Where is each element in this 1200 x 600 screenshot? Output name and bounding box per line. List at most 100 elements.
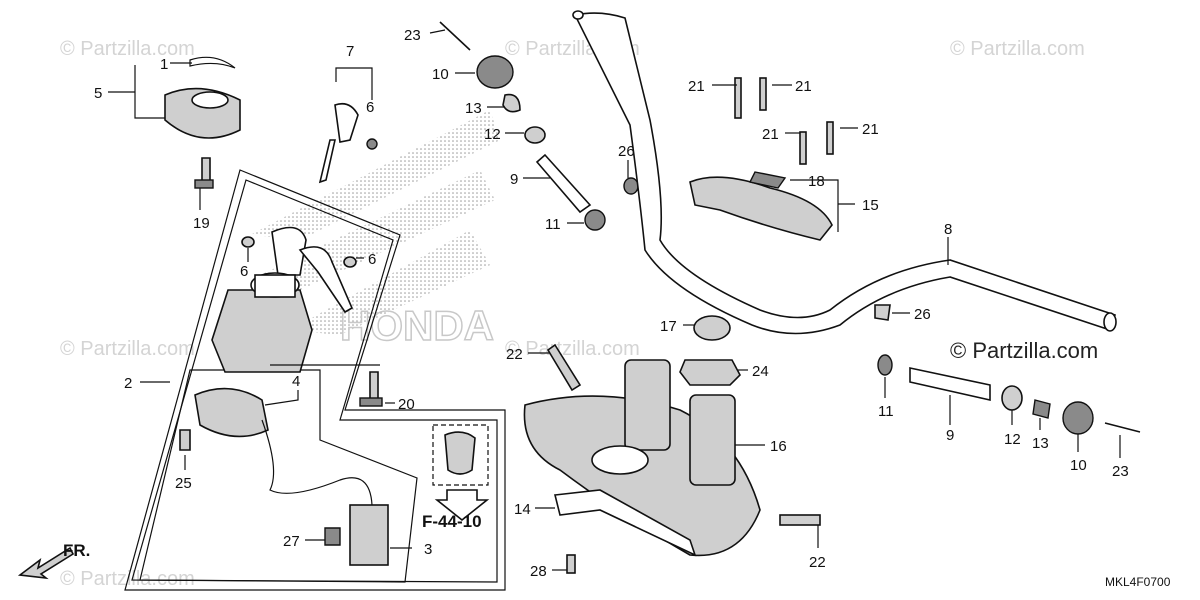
key-fob-part [271, 226, 307, 276]
grommet-26b [874, 304, 891, 321]
callout-17: 17 [660, 318, 677, 335]
front-label: FR. [63, 541, 90, 560]
switch-barrel [254, 274, 296, 298]
callout-10: 10 [432, 66, 449, 83]
callout-10: 10 [1070, 457, 1087, 474]
key-head [334, 102, 359, 143]
callout-6: 6 [366, 99, 374, 116]
diagram-code: MKL4F0700 [1105, 575, 1171, 589]
callout-12: 12 [1004, 431, 1021, 448]
wing-logo-shading [250, 110, 500, 335]
reference-label: F-44-10 [422, 512, 482, 531]
stem-nut-24 [679, 359, 741, 386]
callout-5: 5 [94, 85, 102, 102]
kit-frame-outer [124, 169, 506, 591]
key-blade [318, 139, 336, 184]
callout-14: 14 [514, 501, 531, 518]
washer-part [343, 256, 357, 268]
callout-8: 8 [944, 221, 952, 238]
stem-hole [591, 445, 649, 475]
callout-24: 24 [752, 363, 769, 380]
inner-weight-9b [909, 367, 991, 401]
riser-right [689, 394, 736, 486]
callout-21: 21 [795, 78, 812, 95]
wire-harness [261, 419, 373, 506]
screw-23b [1104, 422, 1141, 433]
screw-line [439, 21, 471, 51]
reference-part [444, 431, 476, 475]
rubber-12b [1001, 385, 1023, 411]
washer-part [241, 236, 255, 248]
callout-28: 28 [530, 563, 547, 580]
screw-20-head [359, 397, 383, 407]
collar-13b [1032, 399, 1051, 419]
handlebar-part [573, 12, 1117, 335]
bolt-head [194, 179, 214, 189]
handlebar-end [1103, 312, 1117, 332]
bolt-21b [759, 77, 767, 111]
inner-weight-9 [535, 153, 592, 214]
callout-1: 1 [160, 56, 168, 73]
switch-lower-part [194, 387, 269, 438]
bar-end-weight-b [1062, 401, 1094, 435]
callout-6: 6 [240, 263, 248, 280]
bolt-part [201, 157, 211, 183]
callout-6: 6 [368, 251, 376, 268]
front-arrow-icon [17, 546, 75, 580]
watermark-text: © Partzilla.com [60, 568, 195, 590]
watermark-text: © Partzilla.com [60, 338, 195, 360]
bolt-22b [779, 514, 821, 526]
connector-part [349, 504, 389, 566]
callout-4: 4 [292, 373, 300, 390]
bolt-21c [799, 131, 807, 165]
key-fob-part-2 [298, 246, 354, 314]
reference-arrow-icon [434, 489, 490, 522]
grommet-26 [623, 177, 639, 195]
holder-plate [748, 171, 787, 189]
nut-11b [877, 354, 893, 376]
cap-17 [693, 315, 731, 341]
watermark-text: © Partzilla.com [60, 38, 195, 60]
snap-ring-part [189, 56, 236, 69]
bolt-21a [734, 77, 742, 119]
clip-part [324, 527, 341, 546]
callout-22: 22 [506, 346, 523, 363]
screw-part [179, 429, 191, 451]
upper-holder-part [689, 176, 833, 241]
riser-left [624, 359, 671, 451]
callout-21: 21 [862, 121, 879, 138]
callout-18: 18 [808, 173, 825, 190]
callout-19: 19 [193, 215, 210, 232]
callout-11: 11 [545, 216, 561, 233]
callout-22: 22 [809, 554, 826, 571]
callout-9: 9 [510, 171, 518, 188]
watermark-text: © Partzilla.com [505, 338, 640, 360]
callout-16: 16 [770, 438, 787, 455]
subkit-frame [139, 369, 418, 583]
nut-part [366, 138, 378, 150]
bolt-21d [826, 121, 834, 155]
bar-end-weight [476, 55, 514, 89]
callout-27: 27 [283, 533, 300, 550]
main-watermark: © Partzilla.com [950, 338, 1098, 363]
callout-21: 21 [762, 126, 779, 143]
callout-26: 26 [618, 143, 635, 160]
callout-2: 2 [124, 375, 132, 392]
rubber-12 [524, 126, 546, 144]
callout-11: 11 [878, 403, 894, 420]
nut-11 [584, 209, 606, 231]
reference-box [432, 424, 489, 486]
callout-20: 20 [398, 396, 415, 413]
bracket-part [554, 489, 697, 557]
callout-26: 26 [914, 306, 931, 323]
honda-logo-outline: HONDA [340, 302, 494, 349]
callout-3: 3 [424, 541, 432, 558]
callout-23: 23 [404, 27, 421, 44]
leader-lines [108, 29, 1121, 571]
callout-23: 23 [1112, 463, 1129, 480]
callout-15: 15 [862, 197, 879, 214]
callout-13: 13 [465, 100, 482, 117]
screw-20-part [369, 371, 379, 401]
ignition-switch-body [211, 289, 313, 373]
